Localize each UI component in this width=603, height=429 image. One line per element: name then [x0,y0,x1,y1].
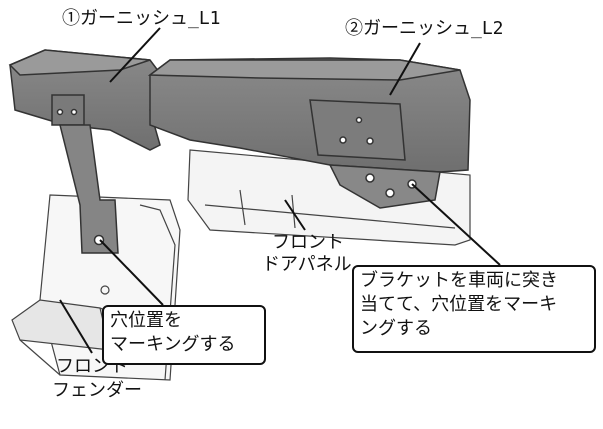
hole-marking-callout-line-2: マーキングする [110,334,236,355]
garnish-l1-shape [8,49,166,254]
front-door-panel-label-line-1: フロント [272,232,344,253]
garnish-l1-label: ①ガーニッシュ_L1 [62,8,221,29]
leader-front-fender [59,299,93,354]
leader-lines [59,27,501,354]
bracket-marking-callout: ブラケットを車両に突き 当てて、穴位置をマーキ ングする [352,265,596,353]
hole-marking-callout: 穴位置を マーキングする [102,305,266,365]
leader-bracket-marking [411,183,501,266]
bracket-marking-callout-line-3: ングする [360,318,432,339]
front-door-panel-label: フロント ドアパネル [262,232,352,276]
front-door-panel-label-line-2: ドアパネル [262,254,352,275]
bracket-marking-callout-line-2: 当てて、穴位置をマーキ [360,294,558,315]
garnish-l2-label: ②ガーニッシュ_L2 [345,18,504,39]
bracket-marking-callout-line-1: ブラケットを車両に突き [360,270,558,291]
leader-hole-marking [99,239,164,306]
hole-marking-callout-line-1: 穴位置を [110,310,182,331]
leader-garnish-l2 [389,42,421,96]
garnish-l2-shape [147,57,471,209]
leader-front-door-panel [284,199,306,231]
leader-garnish-l1 [109,27,161,83]
front-fender-label-line-2: フェンダー [52,380,142,401]
